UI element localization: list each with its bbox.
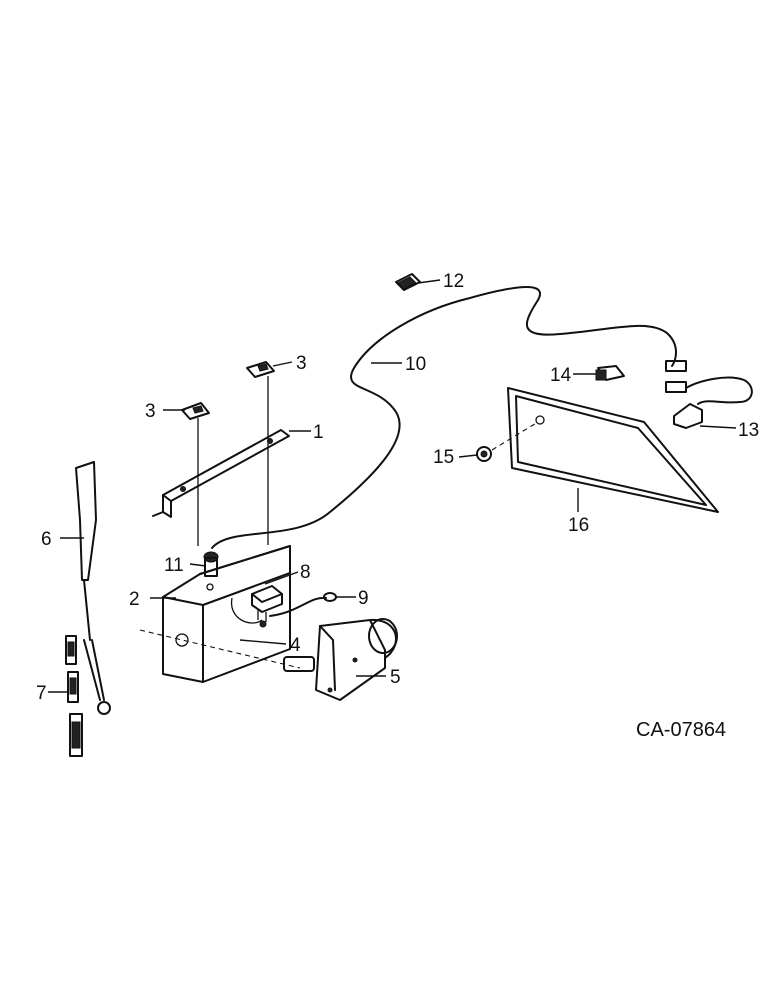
wiper-arm-part-6 xyxy=(75,461,111,715)
callout-10: 10 xyxy=(405,354,426,375)
wiper-housing-part-2 xyxy=(139,545,301,683)
callout-4: 4 xyxy=(290,635,301,656)
callout-6: 6 xyxy=(41,529,52,550)
mounting-bracket-part-1 xyxy=(152,429,290,518)
wiper-motor-part-5 xyxy=(283,618,398,701)
callout-8: 8 xyxy=(300,562,311,583)
callout-15: 15 xyxy=(433,447,454,468)
callout-3-left: 3 xyxy=(145,401,156,422)
callout-1: 1 xyxy=(313,422,324,443)
callout-16: 16 xyxy=(568,515,589,536)
grommet-part-11 xyxy=(203,551,219,591)
wiper-blades-part-7 xyxy=(65,635,83,757)
callout-11: 11 xyxy=(164,555,184,576)
callout-7: 7 xyxy=(36,683,47,704)
clip-part-3-left xyxy=(181,402,210,420)
callout-3-upper: 3 xyxy=(296,353,307,374)
connector-part-12 xyxy=(395,273,421,291)
switch-part-14 xyxy=(595,365,625,381)
lamp-part-13 xyxy=(665,360,753,429)
clip-part-3-upper xyxy=(246,361,275,378)
callout-5: 5 xyxy=(390,667,401,688)
nut-part-15 xyxy=(476,421,539,462)
panel-part-16 xyxy=(507,387,719,513)
ground-wire-part-9 xyxy=(231,592,337,628)
drawing-code: CA-07864 xyxy=(636,719,726,741)
callout-14: 14 xyxy=(550,365,572,386)
harness-cable-part-10 xyxy=(211,286,677,549)
callout-9: 9 xyxy=(358,588,369,609)
switch-part-8 xyxy=(251,585,283,622)
callout-2: 2 xyxy=(129,589,140,610)
callout-12: 12 xyxy=(443,271,464,292)
callout-13: 13 xyxy=(738,420,759,441)
